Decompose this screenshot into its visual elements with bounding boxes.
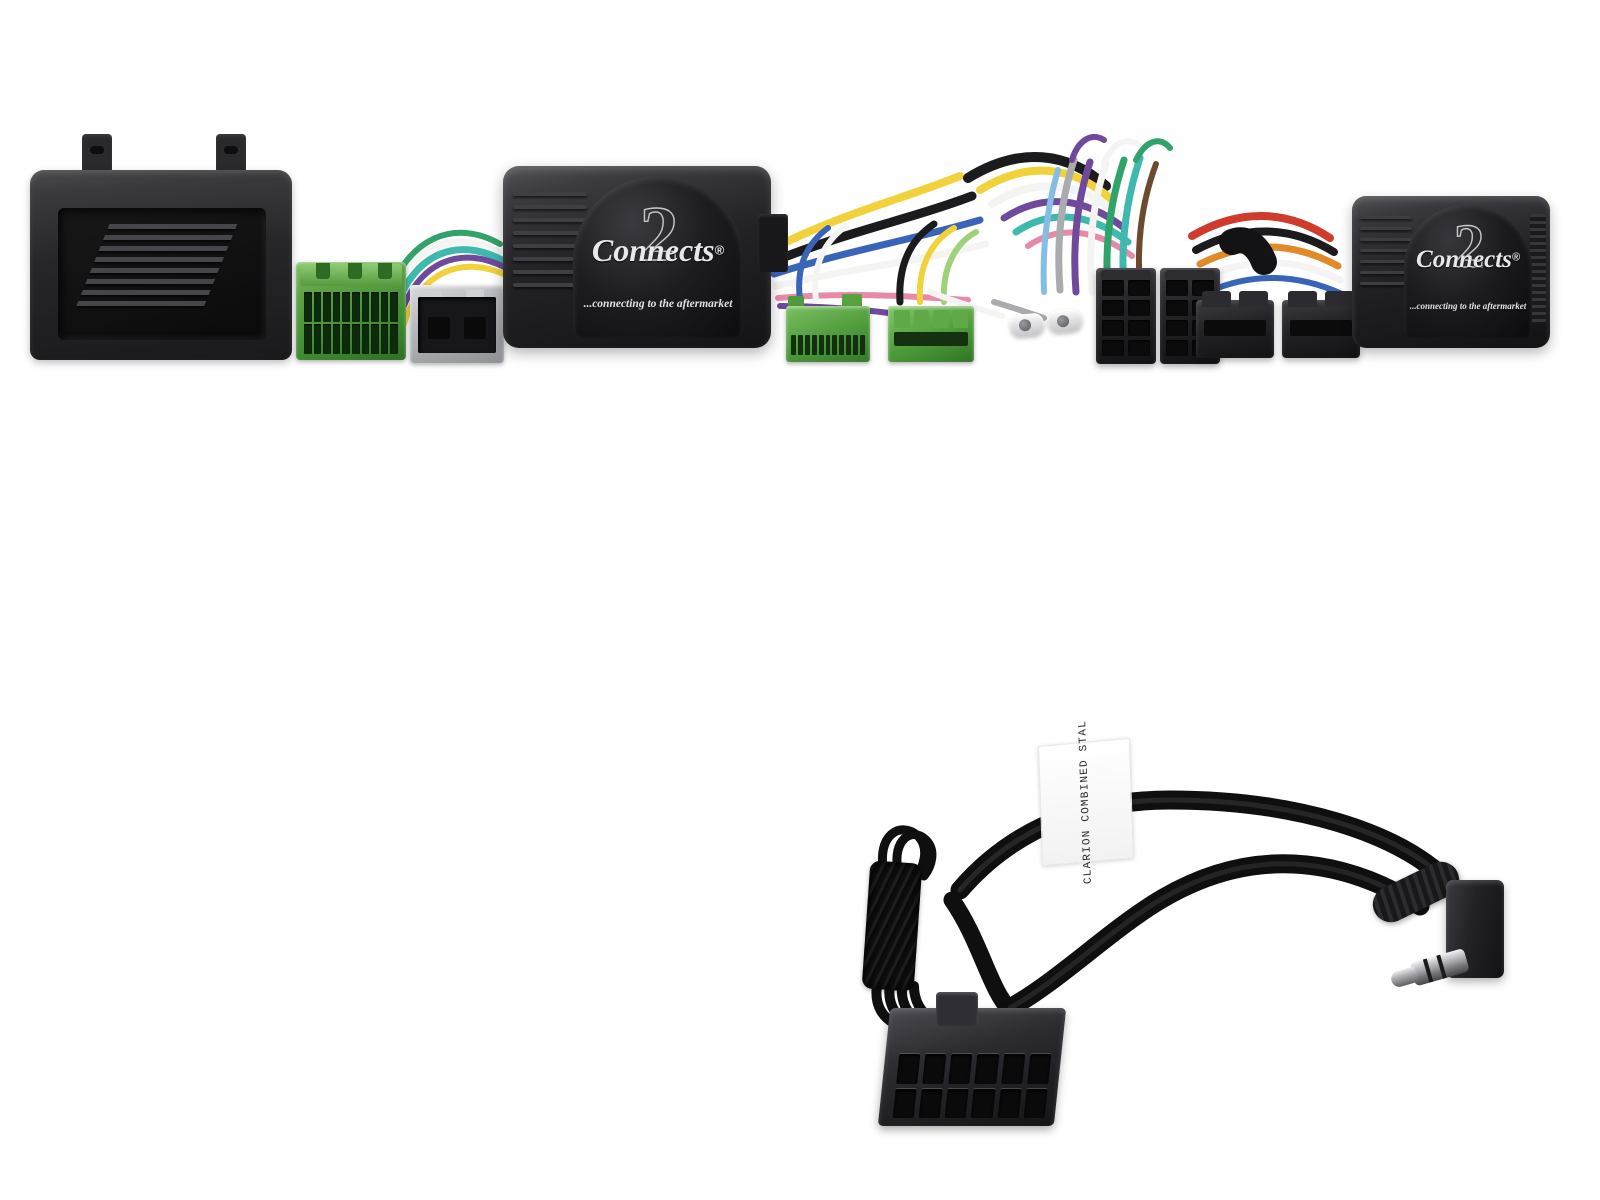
brand-numeral: 2 — [1453, 213, 1485, 281]
module-ribs — [1360, 216, 1412, 316]
jack-plug-3-5mm — [1366, 855, 1536, 1012]
bullet-connector-1 — [1008, 312, 1046, 338]
connector-hoods — [1288, 291, 1354, 307]
mounting-tab-right — [216, 134, 246, 172]
green-connector-small — [786, 294, 870, 362]
green-connector-20pin — [296, 262, 406, 360]
module-side-ridge — [1530, 214, 1546, 324]
cable-label: CLARION COMBINED STAL — [1038, 720, 1134, 884]
iso-connector-4 — [1282, 291, 1360, 358]
jack-tip — [1388, 947, 1472, 992]
keying-notch-right — [378, 263, 392, 279]
connector-slot — [1290, 320, 1352, 336]
interface-module-secondary: 2 Connects® ...connecting to the afterma… — [1352, 196, 1550, 348]
housing-pocket — [30, 134, 292, 360]
bullet-connector-2 — [1046, 308, 1084, 334]
brand-tagline: ...connecting to the aftermarket — [1409, 301, 1527, 311]
registered-mark-icon: ® — [714, 242, 725, 258]
cable-label-text: CLARION COMBINED STAL — [1077, 719, 1095, 885]
module-brand-disc: 2 Connects® ...connecting to the afterma… — [1404, 204, 1532, 338]
brand-name: Connects — [1416, 246, 1512, 273]
connector-cells — [892, 1054, 1052, 1118]
keying-notch-mid — [348, 263, 362, 279]
module-ribs — [513, 192, 587, 312]
green-connector-blade — [888, 306, 974, 362]
module-brand-disc: 2 Connects® ...connecting to the afterma… — [573, 176, 743, 338]
brand-name: Connects — [591, 232, 715, 268]
iso-connector-3 — [1196, 291, 1274, 358]
brand-numeral: 2 — [639, 190, 679, 277]
grey-connector-2pin — [410, 285, 504, 363]
connector-slot — [1204, 320, 1266, 336]
interface-module-primary: 2 Connects® ...connecting to the afterma… — [503, 166, 788, 348]
connector-hood — [1101, 270, 1151, 281]
jack-tip-contact — [1389, 966, 1419, 989]
keying-notch-left — [316, 263, 330, 279]
connector-pins — [304, 292, 398, 354]
connector-slot — [894, 332, 968, 346]
connector-hood — [1165, 270, 1215, 281]
mounting-tab-left — [82, 134, 112, 172]
molex-connector-12pin — [877, 992, 1067, 1126]
velcro-cable-wrap — [861, 860, 923, 992]
latch-tab-right — [466, 289, 484, 298]
connector-hoods — [1202, 291, 1268, 307]
housing-cavity — [58, 208, 266, 340]
latch-tab-left — [424, 289, 442, 298]
connector-cells — [1102, 280, 1150, 356]
connector-pins — [791, 335, 865, 355]
connector-teeth — [894, 310, 968, 328]
connector-cavity — [418, 297, 496, 353]
iso-connector-2 — [1160, 268, 1220, 364]
brand-tagline: ...connecting to the aftermarket — [583, 298, 733, 310]
module-output-plug — [758, 214, 788, 272]
registered-mark-icon: ® — [1511, 251, 1520, 264]
iso-connector-1 — [1096, 268, 1156, 364]
connector-latch — [936, 992, 978, 1026]
